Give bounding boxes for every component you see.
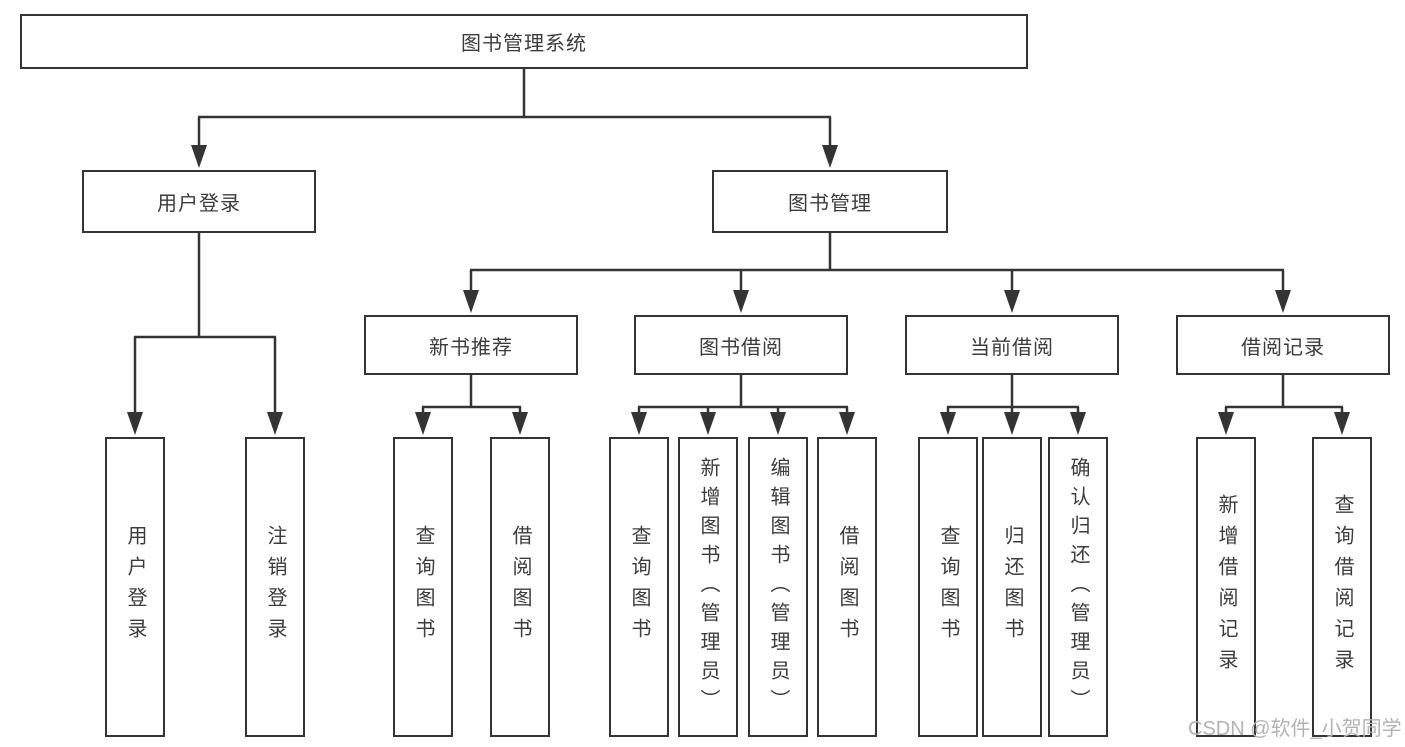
node-root: 图书管理系统 bbox=[20, 14, 1028, 69]
node-leaf-borrow-book-rec: 借阅图书 bbox=[490, 437, 550, 737]
node-leaf-user-login: 用户登录 bbox=[105, 437, 165, 737]
node-current-borrow: 当前借阅 bbox=[905, 315, 1119, 375]
node-label: 借阅图书 bbox=[509, 525, 531, 649]
node-label: 查询借阅记录 bbox=[1331, 494, 1353, 680]
node-label: 图书借阅 bbox=[699, 336, 783, 359]
node-label: 新增借阅记录 bbox=[1215, 494, 1237, 680]
arrowhead-icon bbox=[940, 412, 956, 435]
arrowhead-icon bbox=[1334, 412, 1350, 435]
node-leaf-add-borrow-record: 新增借阅记录 bbox=[1196, 437, 1256, 737]
arrowhead-icon bbox=[512, 412, 528, 435]
arrowhead-icon bbox=[631, 412, 647, 435]
node-leaf-query-book-borrow: 查询图书 bbox=[609, 437, 669, 737]
node-book-mgmt: 图书管理 bbox=[712, 170, 948, 233]
node-label: 查询图书 bbox=[937, 525, 959, 649]
node-leaf-logout: 注销登录 bbox=[245, 437, 305, 737]
node-user-login: 用户登录 bbox=[82, 170, 316, 233]
arrowhead-icon bbox=[415, 412, 431, 435]
node-label: 用户登录 bbox=[157, 193, 241, 215]
node-label: 编辑图书（管理员） bbox=[767, 456, 789, 718]
node-label: 用户登录 bbox=[124, 525, 146, 649]
arrowhead-icon bbox=[733, 290, 749, 313]
node-label: 借阅记录 bbox=[1241, 336, 1325, 359]
arrowhead-icon bbox=[1004, 290, 1020, 313]
node-label: 新增图书（管理员） bbox=[697, 456, 719, 718]
node-label: 查询图书 bbox=[628, 525, 650, 649]
arrowhead-icon bbox=[463, 290, 479, 313]
node-leaf-confirm-return: 确认归还（管理员） bbox=[1048, 437, 1108, 737]
node-leaf-borrow-book: 借阅图书 bbox=[817, 437, 877, 737]
node-leaf-return-book: 归还图书 bbox=[982, 437, 1042, 737]
node-label: 确认归还（管理员） bbox=[1067, 456, 1089, 718]
arrowhead-icon bbox=[1218, 412, 1234, 435]
node-label: 图书管理 bbox=[788, 193, 872, 215]
csdn-watermark: CSDN @软件_小贺同学 bbox=[1188, 718, 1402, 740]
arrowhead-icon bbox=[1275, 290, 1291, 313]
node-leaf-query-book-rec: 查询图书 bbox=[393, 437, 453, 737]
node-leaf-edit-book: 编辑图书（管理员） bbox=[748, 437, 808, 737]
node-leaf-query-borrow-record: 查询借阅记录 bbox=[1312, 437, 1372, 737]
arrowhead-icon bbox=[127, 412, 143, 435]
arrowhead-icon bbox=[700, 412, 716, 435]
arrowhead-icon bbox=[839, 412, 855, 435]
node-label: 借阅图书 bbox=[836, 525, 858, 649]
arrowhead-icon bbox=[770, 412, 786, 435]
arrowhead-icon bbox=[1070, 412, 1086, 435]
arrowhead-icon bbox=[191, 145, 207, 168]
arrowhead-icon bbox=[1004, 412, 1020, 435]
node-label: 图书管理系统 bbox=[461, 33, 587, 55]
node-label: 归还图书 bbox=[1001, 525, 1023, 649]
node-label: 新书推荐 bbox=[429, 336, 513, 359]
node-new-book-rec: 新书推荐 bbox=[364, 315, 578, 375]
node-leaf-add-book: 新增图书（管理员） bbox=[678, 437, 738, 737]
node-label: 当前借阅 bbox=[970, 336, 1054, 359]
node-borrow-records: 借阅记录 bbox=[1176, 315, 1390, 375]
node-label: 查询图书 bbox=[412, 525, 434, 649]
node-label: 注销登录 bbox=[264, 525, 286, 649]
node-leaf-query-book-cur: 查询图书 bbox=[918, 437, 978, 737]
node-book-borrow: 图书借阅 bbox=[634, 315, 848, 375]
arrowhead-icon bbox=[822, 145, 838, 168]
arrowhead-icon bbox=[267, 412, 283, 435]
